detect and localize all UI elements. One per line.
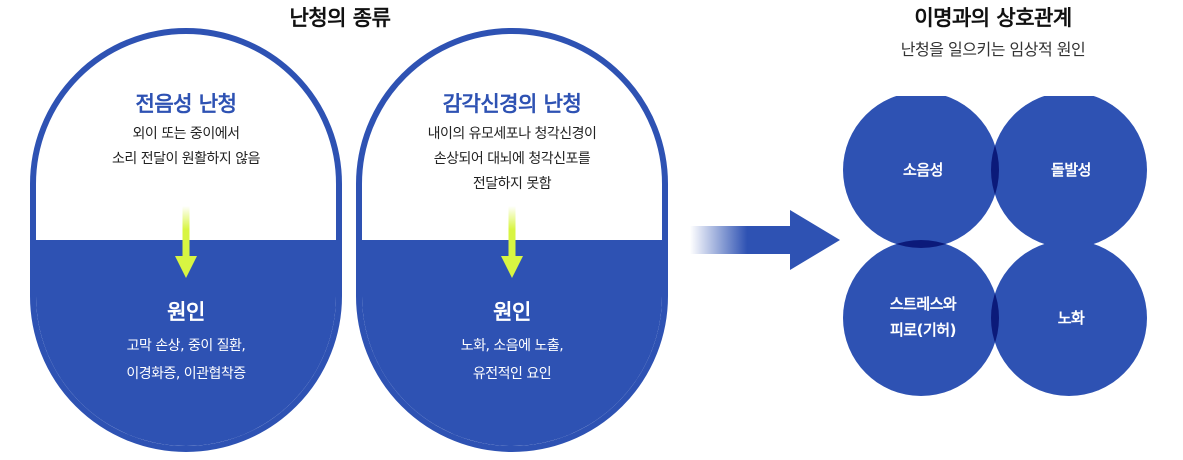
sensorineural-hearing-loss-card: 감각신경의 난청 내이의 유모세포나 청각신경이 손상되어 대뇌에 청각신포를 …: [356, 28, 668, 452]
type-description-line: 소리 전달이 원활하지 않음: [111, 151, 261, 167]
type-description: 내이의 유모세포나 청각신경이 손상되어 대뇌에 청각신포를 전달하지 못함: [372, 122, 652, 197]
arrow-right-icon: [690, 210, 840, 270]
venn-circle-top-right: [991, 96, 1147, 248]
cause-title: 원인: [167, 300, 205, 324]
type-description: 외이 또는 중이에서 소리 전달이 원활하지 않음: [46, 122, 326, 172]
cause-description-line: 이경화증, 이관협착증: [126, 366, 246, 382]
cause-label-line: 스트레스와: [889, 295, 957, 313]
cause-label-line: 소음성: [903, 161, 943, 179]
venn-circle-bottom-left: [843, 240, 999, 396]
arrow-down-icon: [175, 206, 197, 278]
relation-heading: 이명과의 상호관계: [914, 6, 1072, 30]
cause-stress-fatigue: 스트레스와 피로(기허): [858, 291, 988, 343]
cause-description-line: 고막 손상, 중이 질환,: [126, 338, 246, 354]
cause-description: 노화, 소음에 노출, 유전적인 요인: [372, 332, 652, 388]
types-heading: 난청의 종류: [289, 6, 391, 30]
relation-subheading: 난청을 일으키는 임상적 원인: [900, 40, 1086, 59]
type-description-line: 내이의 유모세포나 청각신경이: [427, 126, 597, 142]
conductive-hearing-loss-card: 전음성 난청 외이 또는 중이에서 소리 전달이 원활하지 않음 원인 고막 손…: [30, 28, 342, 452]
cause-description-line: 노화, 소음에 노출,: [460, 338, 564, 354]
cause-description: 고막 손상, 중이 질환, 이경화증, 이관협착증: [46, 332, 326, 388]
cause-title: 원인: [493, 300, 531, 324]
type-title: 감각신경의 난청: [442, 92, 582, 116]
venn-circle-bottom-right: [991, 240, 1147, 396]
cause-description-line: 유전적인 요인: [472, 366, 552, 382]
venn-circle-top-left: [843, 96, 999, 248]
type-description-line: 외이 또는 중이에서: [132, 126, 240, 142]
type-title: 전음성 난청: [135, 92, 237, 116]
cause-sudden: 돌발성: [1006, 157, 1136, 183]
cause-noise: 소음성: [858, 157, 988, 183]
cause-label-line: 노화: [1057, 309, 1085, 327]
cause-label-line: 돌발성: [1051, 161, 1091, 179]
cause-aging: 노화: [1006, 305, 1136, 331]
cause-label-line: 피로(기허): [890, 321, 956, 339]
clinical-causes-venn: [843, 96, 1147, 396]
arrow-down-icon: [501, 206, 523, 278]
type-description-line: 전달하지 못함: [472, 176, 552, 192]
type-description-line: 손상되어 대뇌에 청각신포를: [433, 151, 591, 167]
